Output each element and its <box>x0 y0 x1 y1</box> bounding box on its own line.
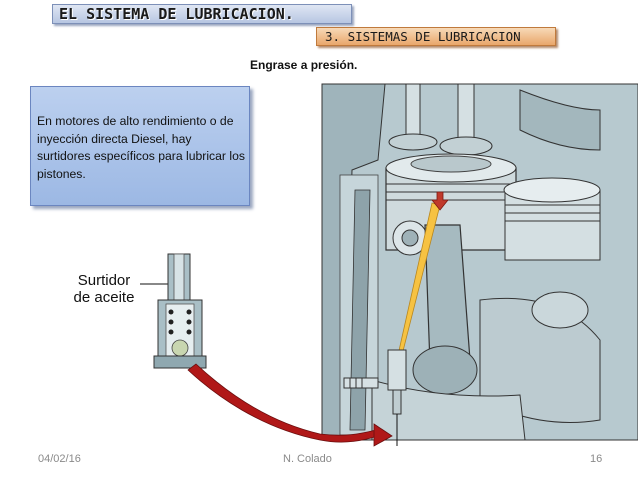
slide-subtitle: Engrase a presión. <box>250 58 358 72</box>
section-title: 3. SISTEMAS DE LUBRICACION <box>325 29 521 44</box>
surtidor-label-line2: de aceite <box>73 289 135 306</box>
section-header-bar: 3. SISTEMAS DE LUBRICACION <box>316 27 556 46</box>
footer-date: 04/02/16 <box>38 453 81 465</box>
surtidor-label-line1: Surtidor <box>77 272 131 289</box>
curved-arrow <box>187 363 393 447</box>
footer-author: N. Colado <box>283 453 332 465</box>
footer-page-number: 16 <box>590 453 603 465</box>
note-box: En motores de alto rendimiento o de inye… <box>30 86 250 206</box>
slide-title-bar: EL SISTEMA DE LUBRICACION. <box>52 4 352 24</box>
engine-cutaway-illustration <box>321 83 638 446</box>
surtidor-label: Surtidor de aceite <box>64 272 144 306</box>
oil-nozzle-illustration <box>140 253 207 369</box>
note-text: En motores de alto rendimiento o de inye… <box>37 114 245 181</box>
slide-title: EL SISTEMA DE LUBRICACION. <box>59 5 294 23</box>
